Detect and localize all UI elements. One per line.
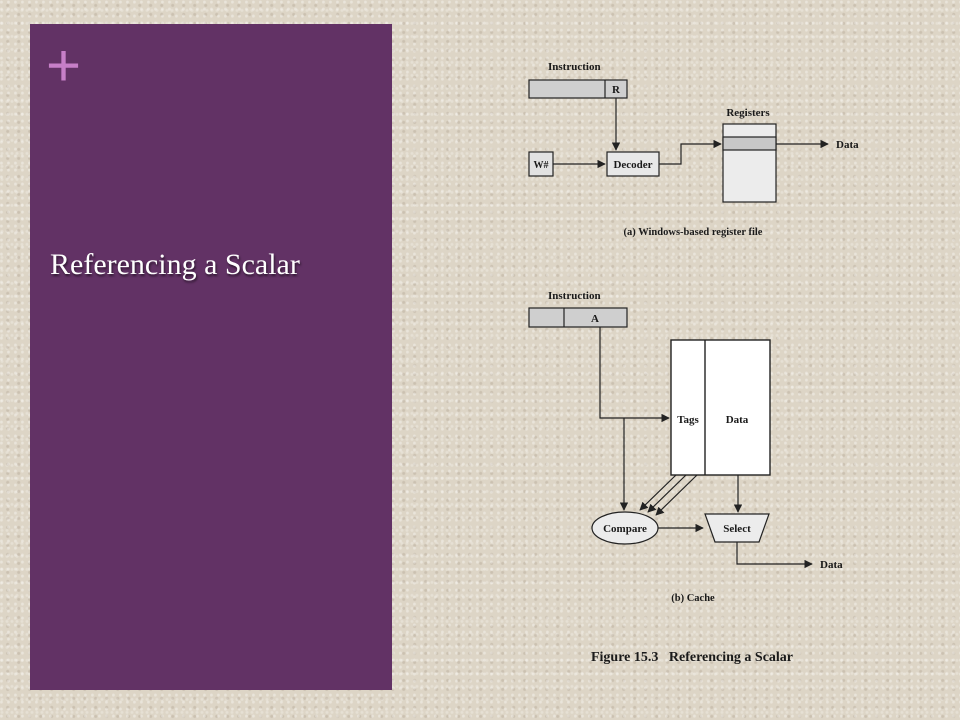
decoder-box	[606, 151, 660, 177]
address-to-tags-arrow	[599, 327, 670, 423]
slide-title: Referencing a Scalar	[50, 248, 300, 281]
diagram-b: Instruction A Tags Data Compare Select D…	[528, 290, 843, 604]
instruction-register-b	[528, 307, 628, 328]
tag-line-2-arrow	[647, 474, 687, 513]
field-a: A	[591, 313, 599, 325]
diagram-a: Instruction R W# Decoder Registers Data …	[528, 61, 859, 238]
decoder-to-register-arrow	[659, 139, 722, 165]
caption-b: (b) Cache	[671, 593, 715, 604]
instruction-register-a	[528, 79, 628, 99]
caption-a: (a) Windows-based register file	[624, 227, 763, 238]
tag-line-1-arrow	[639, 474, 677, 511]
decoder-label: Decoder	[613, 159, 652, 171]
registers-label: Registers	[726, 107, 770, 119]
figure-caption: Figure 15.3 Referencing a Scalar	[591, 650, 793, 665]
window-number-label: W#	[534, 160, 549, 171]
title-panel: + Referencing a Scalar	[30, 24, 392, 690]
register-file	[722, 123, 777, 203]
select-output-arrow	[736, 542, 813, 569]
select-mux	[704, 513, 770, 543]
data-output-b: Data	[820, 559, 843, 571]
selected-register	[722, 136, 777, 151]
cache-memory	[670, 339, 771, 476]
instruction-label-b: Instruction	[548, 290, 601, 302]
select-label: Select	[723, 523, 751, 535]
data-label: Data	[726, 414, 749, 426]
compare-label: Compare	[603, 523, 647, 535]
field-r: R	[612, 84, 621, 96]
tag-line-3-arrow	[655, 474, 698, 516]
data-output-a: Data	[836, 139, 859, 151]
plus-icon: +	[46, 32, 82, 99]
instruction-label-a: Instruction	[548, 61, 601, 73]
tags-label: Tags	[677, 414, 699, 426]
